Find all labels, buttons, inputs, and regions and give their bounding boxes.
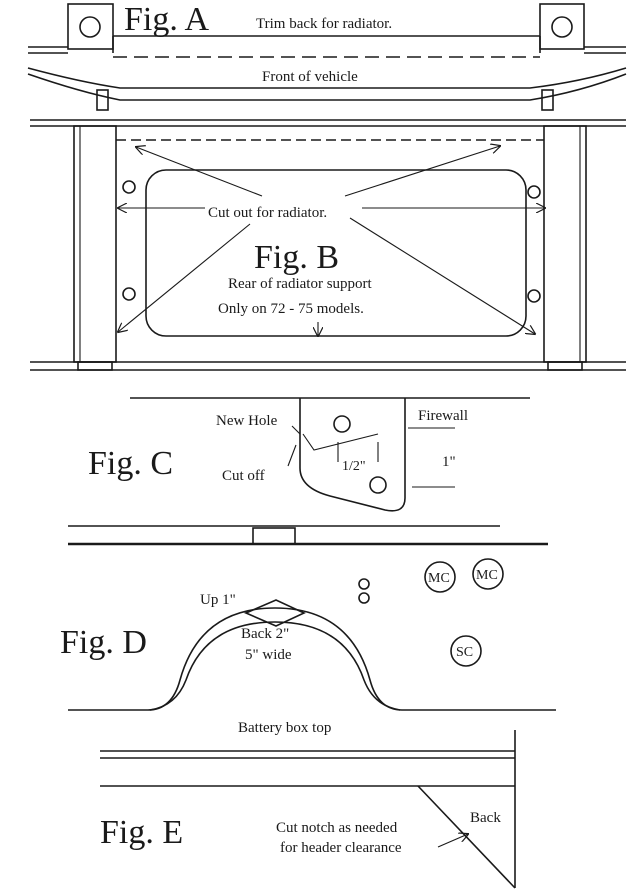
- fig-c: Fig. C New Hole Firewall Cut off 1/2" 1": [88, 397, 530, 512]
- fig-d-mc2-label: MC: [476, 568, 498, 583]
- fig-d-sc-circle: [450, 635, 482, 667]
- fig-d-hump-outer: [68, 607, 556, 711]
- fig-d-mc2-circle: [472, 558, 504, 590]
- fig-b-hole-br: [527, 289, 541, 303]
- fig-b: Cut out for radiator. Fig. B Rear of rad…: [30, 119, 626, 371]
- fig-a-right-tab: [541, 89, 554, 111]
- fig-b-arrow-bl: [118, 223, 251, 332]
- fig-b-arrow-br: [349, 217, 535, 334]
- fig-c-newhole-leader: [291, 425, 301, 435]
- fig-c-cut-line: [302, 433, 379, 451]
- fig-b-left-foot: [77, 361, 113, 371]
- fig-c-new-hole-label: New Hole: [216, 413, 278, 429]
- fig-b-models-label: Only on 72 - 75 models.: [218, 301, 364, 317]
- fig-b-hole-tl: [122, 180, 136, 194]
- fig-a-left-block: [67, 3, 114, 50]
- fig-a-title: Fig. A: [124, 1, 209, 38]
- fig-b-rear-label: Rear of radiator support: [228, 276, 373, 292]
- fig-e-arrow: [437, 834, 468, 848]
- fig-e-back-label: Back: [470, 810, 501, 826]
- fig-b-cutout: [145, 169, 527, 337]
- fig-d-small-hole-1: [358, 578, 370, 590]
- fig-d-tab: [252, 527, 296, 545]
- fig-d-back-label: Back 2": [241, 626, 289, 642]
- fig-a-bar-lower-top: [27, 67, 627, 89]
- fig-b-arrow-tr: [344, 146, 500, 197]
- fig-b-hole-bl: [122, 287, 136, 301]
- fig-a-left-hole: [79, 16, 101, 38]
- fig-b-right-foot: [547, 361, 583, 371]
- fig-b-cut-label: Cut out for radiator.: [208, 205, 327, 221]
- fig-c-cut-off-label: Cut off: [222, 468, 265, 484]
- fig-d-up-label: Up 1": [200, 592, 236, 608]
- fig-d-small-hole-2: [358, 592, 370, 604]
- fig-d-wide-label: 5" wide: [245, 647, 292, 663]
- fig-e: Fig. E Back Cut notch as needed for head…: [100, 730, 516, 889]
- fig-b-title: Fig. B: [254, 239, 339, 276]
- fig-a-right-hole: [551, 16, 573, 38]
- fig-c-firewall-label: Firewall: [418, 408, 468, 424]
- fig-a-left-tab: [96, 89, 109, 111]
- fig-e-notch-label-1: Cut notch as needed: [276, 820, 398, 836]
- fig-c-cutoff-leader: [287, 444, 297, 467]
- fig-c-new-hole: [333, 415, 351, 433]
- fig-c-title: Fig. C: [88, 445, 173, 482]
- fig-d-title: Fig. D: [60, 624, 147, 661]
- fig-e-title: Fig. E: [100, 814, 183, 851]
- fig-a-trim-label: Trim back for radiator.: [256, 16, 392, 32]
- fig-c-bracket: [299, 398, 406, 512]
- fig-d: Fig. D Up 1" Back 2" 5" wide MC MC SC Ba…: [60, 525, 556, 736]
- fig-b-hole-tr: [527, 185, 541, 199]
- fig-e-diagonal: [417, 785, 516, 889]
- fig-a-right-block: [539, 3, 585, 50]
- fig-e-notch-label-2: for header clearance: [280, 840, 402, 856]
- fig-b-arrow-tl: [136, 147, 263, 197]
- fig-d-battery-label: Battery box top: [238, 720, 331, 736]
- fig-a: Fig. A Trim back for radiator. Front of …: [27, 1, 627, 111]
- fig-d-mc1-circle: [424, 561, 456, 593]
- fig-a-front-label: Front of vehicle: [262, 69, 358, 85]
- fig-d-sc-label: SC: [456, 645, 473, 660]
- fig-d-mc1-label: MC: [428, 571, 450, 586]
- fig-c-one-inch-label: 1": [442, 454, 456, 470]
- fig-c-old-hole: [369, 476, 387, 494]
- fig-d-diamond: [243, 599, 306, 627]
- fig-d-hump-inner: [149, 621, 401, 711]
- fig-a-bar-lower-bottom: [27, 73, 627, 101]
- fig-c-half-inch-label: 1/2": [342, 459, 366, 474]
